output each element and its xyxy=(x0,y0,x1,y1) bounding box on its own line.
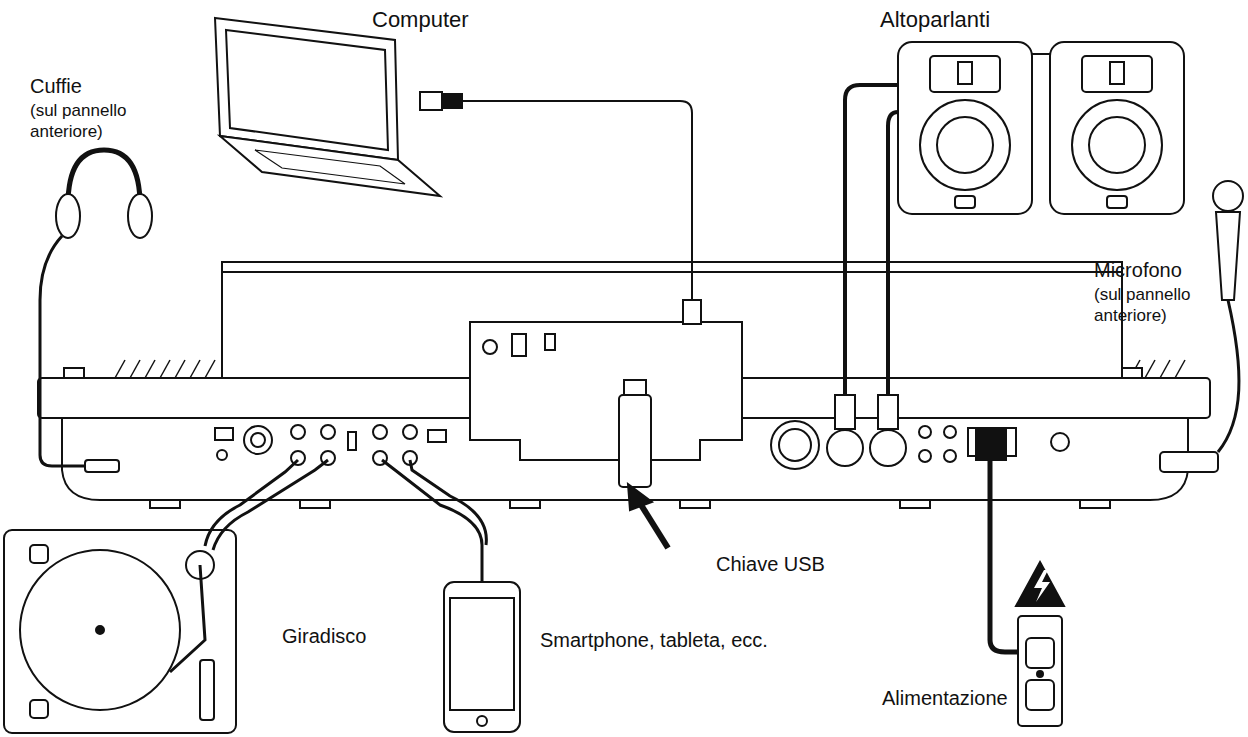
part-label: Microfono xyxy=(1094,258,1182,283)
part-label: Giradisco xyxy=(282,624,366,649)
part-label: Chiave USB xyxy=(716,552,825,577)
part-label: Altoparlanti xyxy=(880,6,990,34)
part-label: (sul pannello anteriore) xyxy=(30,100,155,143)
part-label: Cuffie xyxy=(30,74,82,99)
part-label: (sul pannello anteriore) xyxy=(1094,284,1212,327)
part-label: Computer xyxy=(372,6,469,34)
part-label: Alimentazione xyxy=(882,686,1008,711)
part-label: Smartphone, tableta, ecc. xyxy=(540,628,768,653)
